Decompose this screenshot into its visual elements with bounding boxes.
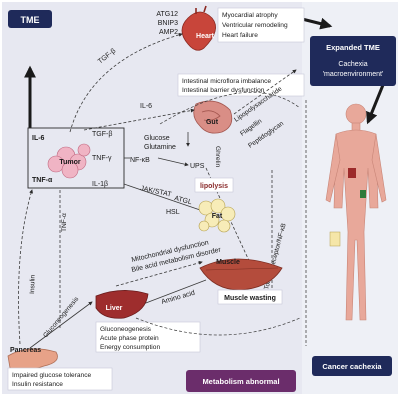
dashed-curve-upper <box>159 92 301 125</box>
expanded-tme-line-3: 'macroenvironment' <box>323 71 384 78</box>
liver-effect-3: Energy consumption <box>100 344 160 351</box>
heart-effect-3: Heart failure <box>222 32 258 39</box>
metabolism-abnormal-box <box>186 370 296 392</box>
gut-effect-1: Intestinal microflora imbalance <box>182 78 271 85</box>
glutamine-label: Glutamine <box>144 144 176 151</box>
expanded-tme-box <box>310 36 396 86</box>
heart-effect-2: Ventricular remodeling <box>222 22 288 29</box>
tumor-cells-icon <box>47 143 91 179</box>
lipolysis-label: lipolysis <box>200 183 228 190</box>
fat-tissue-icon <box>198 198 236 233</box>
il1b-to-fat-arrow <box>123 183 207 213</box>
amino-acid-arrow <box>137 279 207 307</box>
cytokine-il6: IL-6 <box>32 135 45 142</box>
heart-factor-3: AMP2 <box>159 29 178 36</box>
gut-products-arrow <box>233 69 297 115</box>
heart-factor-1: ATG12 <box>156 11 178 18</box>
body-liver-mark <box>348 168 356 178</box>
tumor-label: Tumor <box>59 159 81 166</box>
tme-tag-label: TME <box>21 15 40 25</box>
liver-effect-1: Gluconeogenesis <box>100 326 152 333</box>
il6-gut-label: IL-6 <box>140 103 152 110</box>
heart-organ-icon <box>181 5 216 51</box>
gluconeogenesis-arrow <box>29 301 93 349</box>
body-fat-mark <box>329 231 341 247</box>
muscle-wasting-box <box>217 289 283 305</box>
expanded-tme-line-2: Cachexia <box>338 61 367 68</box>
nfkb-to-ups-arrow <box>157 157 189 167</box>
gut-effects-box <box>177 73 305 97</box>
human-figure-illustration <box>325 103 387 321</box>
liver-label: Liver <box>106 305 123 312</box>
expanded-arrow-down <box>366 79 387 125</box>
lipolysis-box <box>194 177 234 193</box>
pancreas-effect-1: Impaired glucose tolerance <box>12 372 92 379</box>
pancreas-effects-box <box>7 367 113 391</box>
cancer-cachexia-label: Cancer cachexia <box>322 362 382 371</box>
heart-factor-2: BNIP3 <box>158 20 178 27</box>
gut-effect-2: Intestinal barrier dysfunction <box>182 87 265 94</box>
cancer-cachexia-box <box>312 356 392 376</box>
muscle-organ-icon <box>199 258 283 291</box>
heart-effect-1: Myocardial atrophy <box>222 12 278 19</box>
cytokine-tnf-alpha: TNF-α <box>32 177 53 184</box>
liver-effect-2: Acute phase protein <box>100 335 159 342</box>
ups-label: UPS <box>190 163 205 170</box>
tme-tag <box>8 10 52 28</box>
nfkb-label: NF-κB <box>130 157 150 164</box>
hsl-label: HSL <box>166 209 180 216</box>
cytokine-tgf-beta: TGF-β <box>92 131 112 138</box>
gut-organ-icon <box>193 100 233 134</box>
expanded-tme-title: Expanded TME <box>326 43 380 52</box>
body-gut-mark <box>360 190 366 198</box>
il6-to-gut-arrow <box>83 108 195 131</box>
cytokine-tnf-gamma: TNF-γ <box>92 155 112 162</box>
muscle-label: Muscle <box>216 259 240 266</box>
liver-effects-box <box>95 321 201 353</box>
dashed-curve-lower <box>135 317 301 336</box>
glucose-label: Glucose <box>144 135 170 142</box>
heart-effects-box <box>217 7 305 43</box>
insulin-arrow <box>18 189 33 345</box>
atgl-label: ATGL <box>174 195 193 206</box>
liver-organ-icon <box>95 290 149 319</box>
cytokine-il1-beta: IL-1β <box>92 181 108 188</box>
muscle-wasting-label: Muscle wasting <box>224 295 276 302</box>
gut-label: Gut <box>206 119 219 126</box>
fat-label: Fat <box>212 213 223 220</box>
ghrelin-label: Ghrelin <box>214 146 221 168</box>
metabolism-abnormal-label: Metabolism abnormal <box>202 377 279 386</box>
insulin-label: Insulin <box>29 274 37 294</box>
pancreas-label: Pancreas <box>10 347 41 354</box>
heart-label: Heart <box>196 33 215 40</box>
tgf-beta-to-heart-arrow <box>69 32 183 133</box>
tnf-alpha-left-label: TNF-α <box>61 213 68 232</box>
pancreas-effect-2: Insulin resistance <box>12 381 63 388</box>
